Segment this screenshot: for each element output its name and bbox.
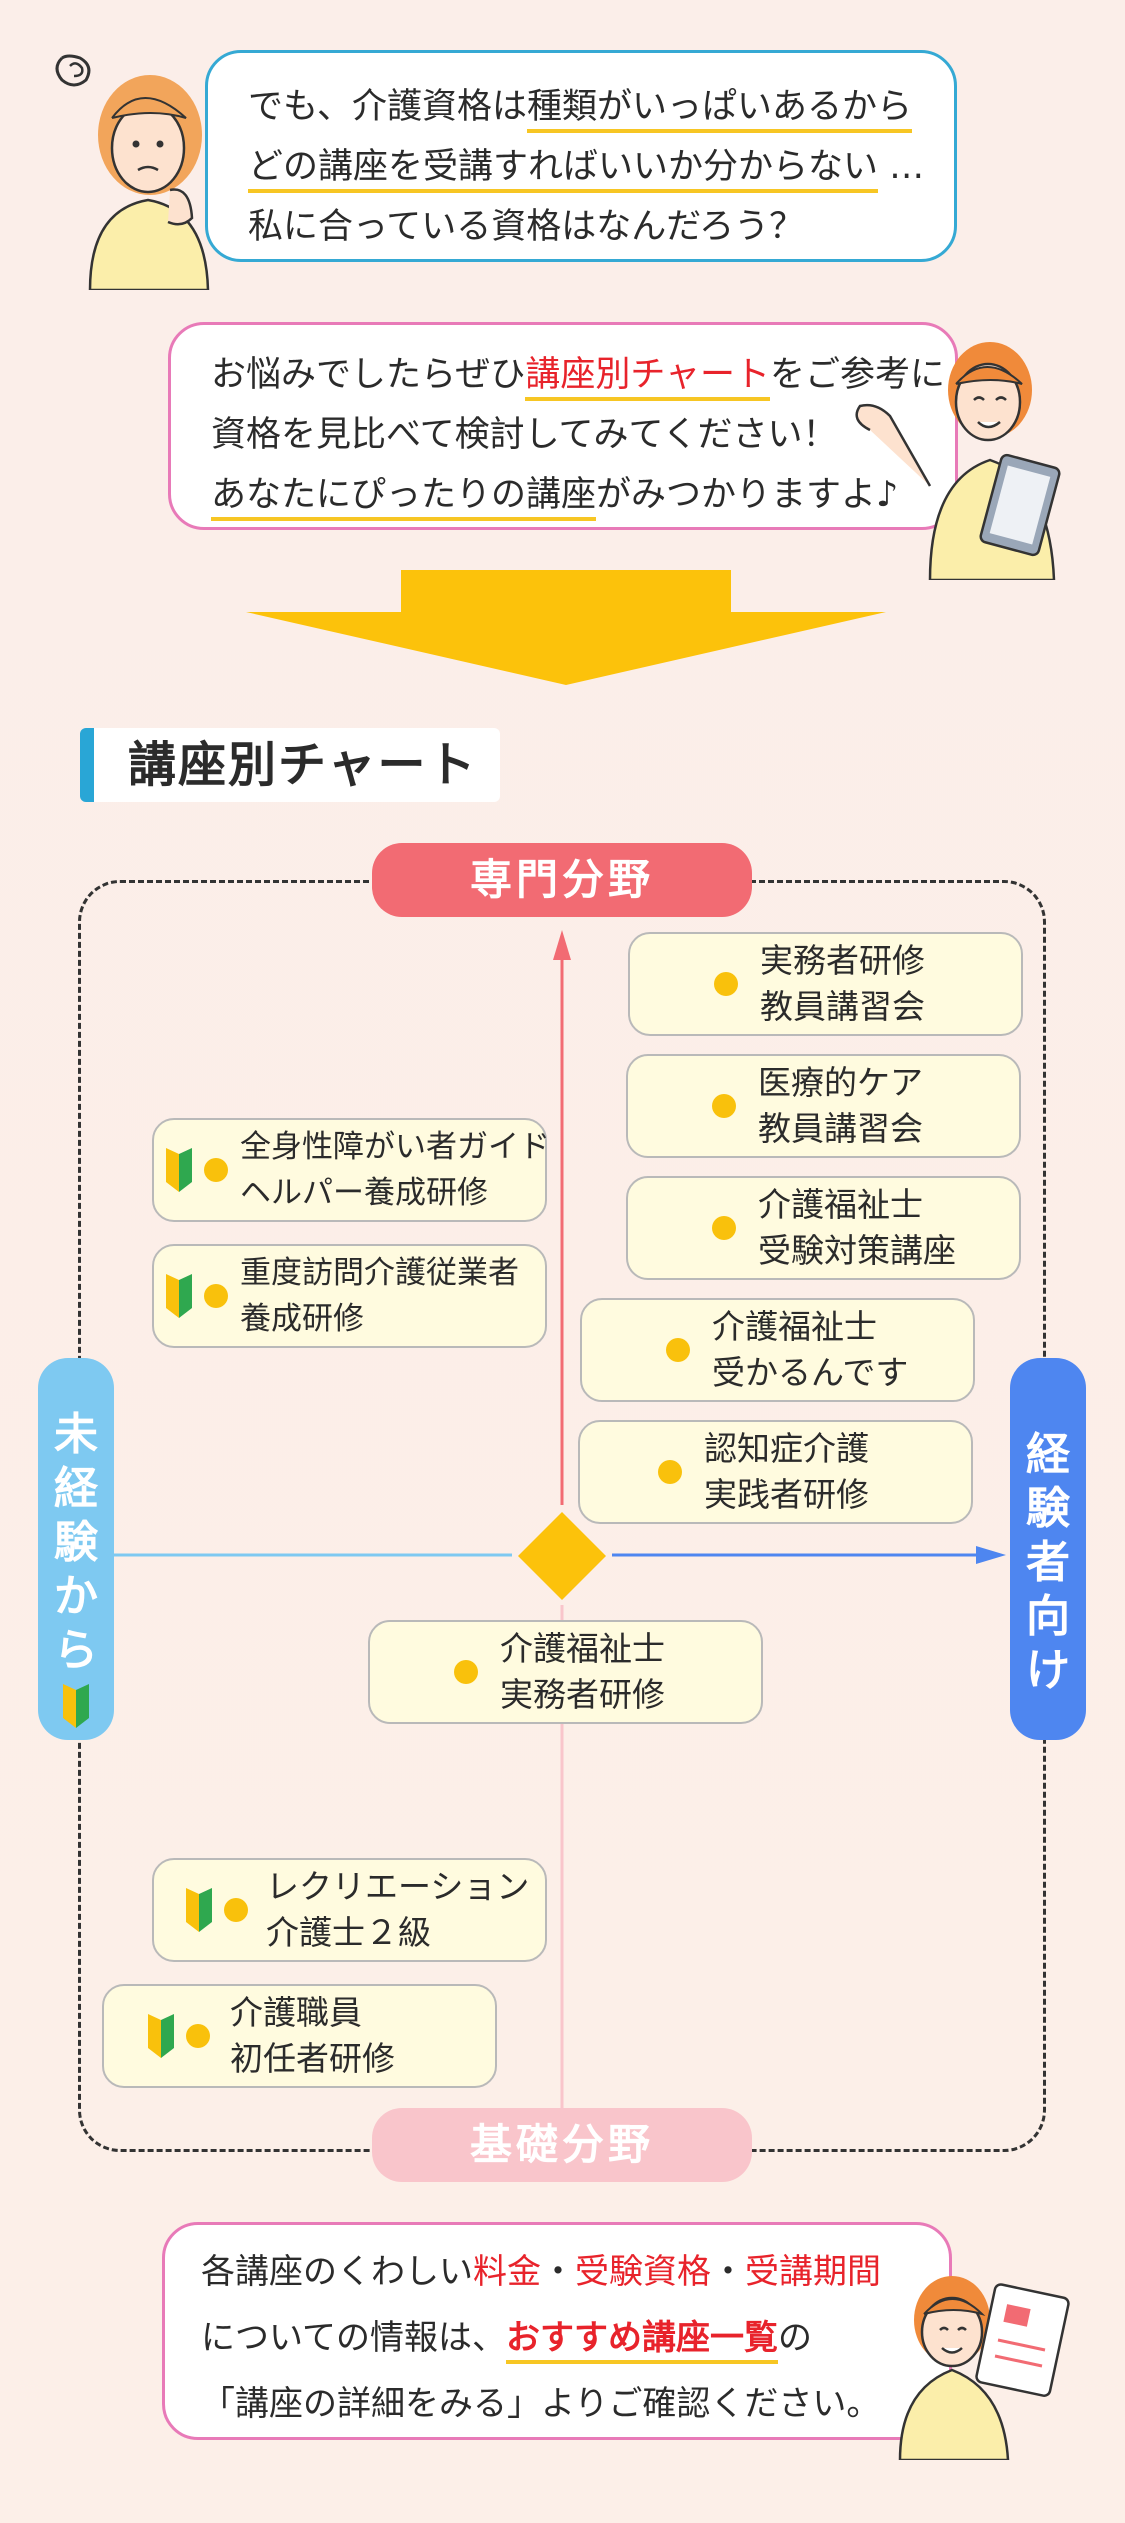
bubble-line: でも、介護資格は種類がいっぱいあるから	[248, 77, 914, 137]
axis-char: 験	[54, 1517, 98, 1568]
course-card[interactable]: レクリエーション介護士２級	[152, 1858, 547, 1962]
bubble-text-highlight: ばいいか分からない	[563, 147, 879, 193]
bullet-dot-icon	[224, 1898, 248, 1922]
qualification-text: 受験資格	[575, 2252, 711, 2292]
chart-link-text: 講座別チャート	[525, 355, 770, 401]
course-name: 介護福祉士受験対策講座	[758, 1185, 956, 1270]
down-arrow-icon	[246, 570, 886, 685]
recommended-courses-link[interactable]: おすすめ講座一覧	[505, 2318, 778, 2364]
axis-char: 経	[1026, 1429, 1070, 1480]
course-card[interactable]: 介護職員初任者研修	[102, 1984, 497, 2088]
course-name: レクリエーション介護士２級	[266, 1867, 530, 1952]
fee-text: 料金	[473, 2252, 541, 2292]
bubble-line: 各講座のくわしい料金・受験資格・受講期間	[201, 2239, 913, 2305]
bullet-dot-icon	[204, 1158, 228, 1182]
course-name: 実務者研修教員講習会	[760, 941, 925, 1026]
question-bubble: でも、介護資格は種類がいっぱいあるから どの講座を受講すればいいか分からない ……	[205, 50, 957, 262]
advice-bubble: お悩みでしたらぜひ講座別チャートをご参考に 資格を見比べて検討してみてください！…	[168, 322, 958, 530]
axis-char: 験	[1026, 1483, 1070, 1534]
beginner-leaf-icon	[63, 1684, 89, 1728]
course-card[interactable]: 実務者研修教員講習会	[628, 932, 1023, 1036]
course-name: 医療的ケア教員講習会	[758, 1063, 923, 1148]
bubble-text: の	[777, 2318, 812, 2358]
bubble-text: お悩みでしたらぜひ	[211, 355, 526, 395]
beginner-leaf-icon	[166, 1148, 192, 1192]
course-name: 認知症介護実践者研修	[704, 1429, 869, 1514]
vertical-axis-arrowhead	[553, 930, 571, 960]
course-card[interactable]: 介護福祉士受験対策講座	[626, 1176, 1021, 1280]
bubble-text: についての情報は、	[201, 2318, 506, 2358]
bubble-text: でも、介護資格は	[248, 87, 527, 127]
bullet-dot-icon	[714, 972, 738, 996]
bubble-text: をご参考に	[769, 355, 945, 395]
separator: ・	[541, 2252, 575, 2292]
course-card[interactable]: 医療的ケア教員講習会	[626, 1054, 1021, 1158]
bubble-line: 「講座の詳細をみる」よりご確認ください。	[201, 2384, 881, 2424]
bubble-line: 資格を見比べて検討してみてください！	[211, 415, 838, 455]
period-text: 受講期間	[745, 2252, 881, 2292]
axis-char: 者	[1026, 1537, 1070, 1588]
beginner-leaf-icon	[186, 1888, 212, 1932]
axis-char: か	[54, 1571, 98, 1622]
axis-char: ら	[54, 1625, 98, 1676]
info-bubble: 各講座のくわしい料金・受験資格・受講期間 についての情報は、おすすめ講座一覧の …	[162, 2222, 952, 2440]
bullet-dot-icon	[658, 1460, 682, 1484]
course-name: 全身性障がい者ガイドヘルパー養成研修	[240, 1129, 550, 1211]
bubble-line: 私に合っている資格はなんだろう？	[248, 207, 805, 247]
course-name: 介護福祉士受かるんです	[712, 1307, 909, 1392]
axis-label-specialized: 専門分野	[372, 843, 752, 917]
course-name: 重度訪問介護従業者養成研修	[240, 1255, 519, 1337]
axis-char: 未	[54, 1409, 98, 1460]
bubble-line: どの講座を受講すればいいか分からない …	[248, 137, 924, 197]
bubble-text: 各講座のくわしい	[201, 2252, 473, 2292]
center-diamond	[518, 1512, 606, 1600]
bubble-line: お悩みでしたらぜひ講座別チャートをご参考に	[211, 345, 945, 405]
staff-woman-document-illustration	[898, 2276, 1070, 2460]
course-card[interactable]: 介護福祉士実務者研修	[368, 1620, 763, 1724]
bubble-text-highlight: あなたにぴったりの講座	[211, 475, 597, 521]
axis-label-basic: 基礎分野	[372, 2108, 752, 2182]
bubble-text-highlight: 種類がいっぱいあるから	[526, 87, 912, 133]
axis-char: け	[1026, 1645, 1070, 1696]
bubble-text: がみつかりますよ♪	[596, 475, 899, 515]
axis-label-beginner: 未 経 験 か ら	[38, 1358, 114, 1740]
bullet-dot-icon	[454, 1660, 478, 1684]
course-name: 介護福祉士実務者研修	[500, 1629, 665, 1714]
course-card[interactable]: 認知症介護実践者研修	[578, 1420, 973, 1524]
bullet-dot-icon	[712, 1094, 736, 1118]
chart-title: 講座別チャート	[80, 728, 500, 802]
beginner-leaf-icon	[148, 2014, 174, 2058]
course-name: 介護職員初任者研修	[230, 1993, 395, 2078]
bullet-dot-icon	[712, 1216, 736, 1240]
worried-woman-illustration	[55, 54, 210, 290]
bubble-text-highlight: どの講座を受講すれ	[248, 147, 564, 193]
bullet-dot-icon	[204, 1284, 228, 1308]
staff-woman-illustration	[855, 342, 1061, 580]
bubble-line: あなたにぴったりの講座がみつかりますよ♪	[211, 465, 915, 525]
axis-char: 経	[54, 1463, 98, 1514]
bullet-dot-icon	[186, 2024, 210, 2048]
bubble-text: …	[878, 147, 925, 187]
bubble-line: についての情報は、おすすめ講座一覧の	[201, 2305, 913, 2371]
axis-char: 向	[1026, 1591, 1070, 1642]
bullet-dot-icon	[666, 1338, 690, 1362]
separator: ・	[711, 2252, 745, 2292]
course-card[interactable]: 介護福祉士受かるんです	[580, 1298, 975, 1402]
axis-label-experienced: 経 験 者 向 け	[1010, 1358, 1086, 1740]
horizontal-axis-arrowhead	[976, 1546, 1006, 1564]
beginner-leaf-icon	[166, 1274, 192, 1318]
course-card[interactable]: 重度訪問介護従業者養成研修	[152, 1244, 547, 1348]
course-card[interactable]: 全身性障がい者ガイドヘルパー養成研修	[152, 1118, 550, 1222]
